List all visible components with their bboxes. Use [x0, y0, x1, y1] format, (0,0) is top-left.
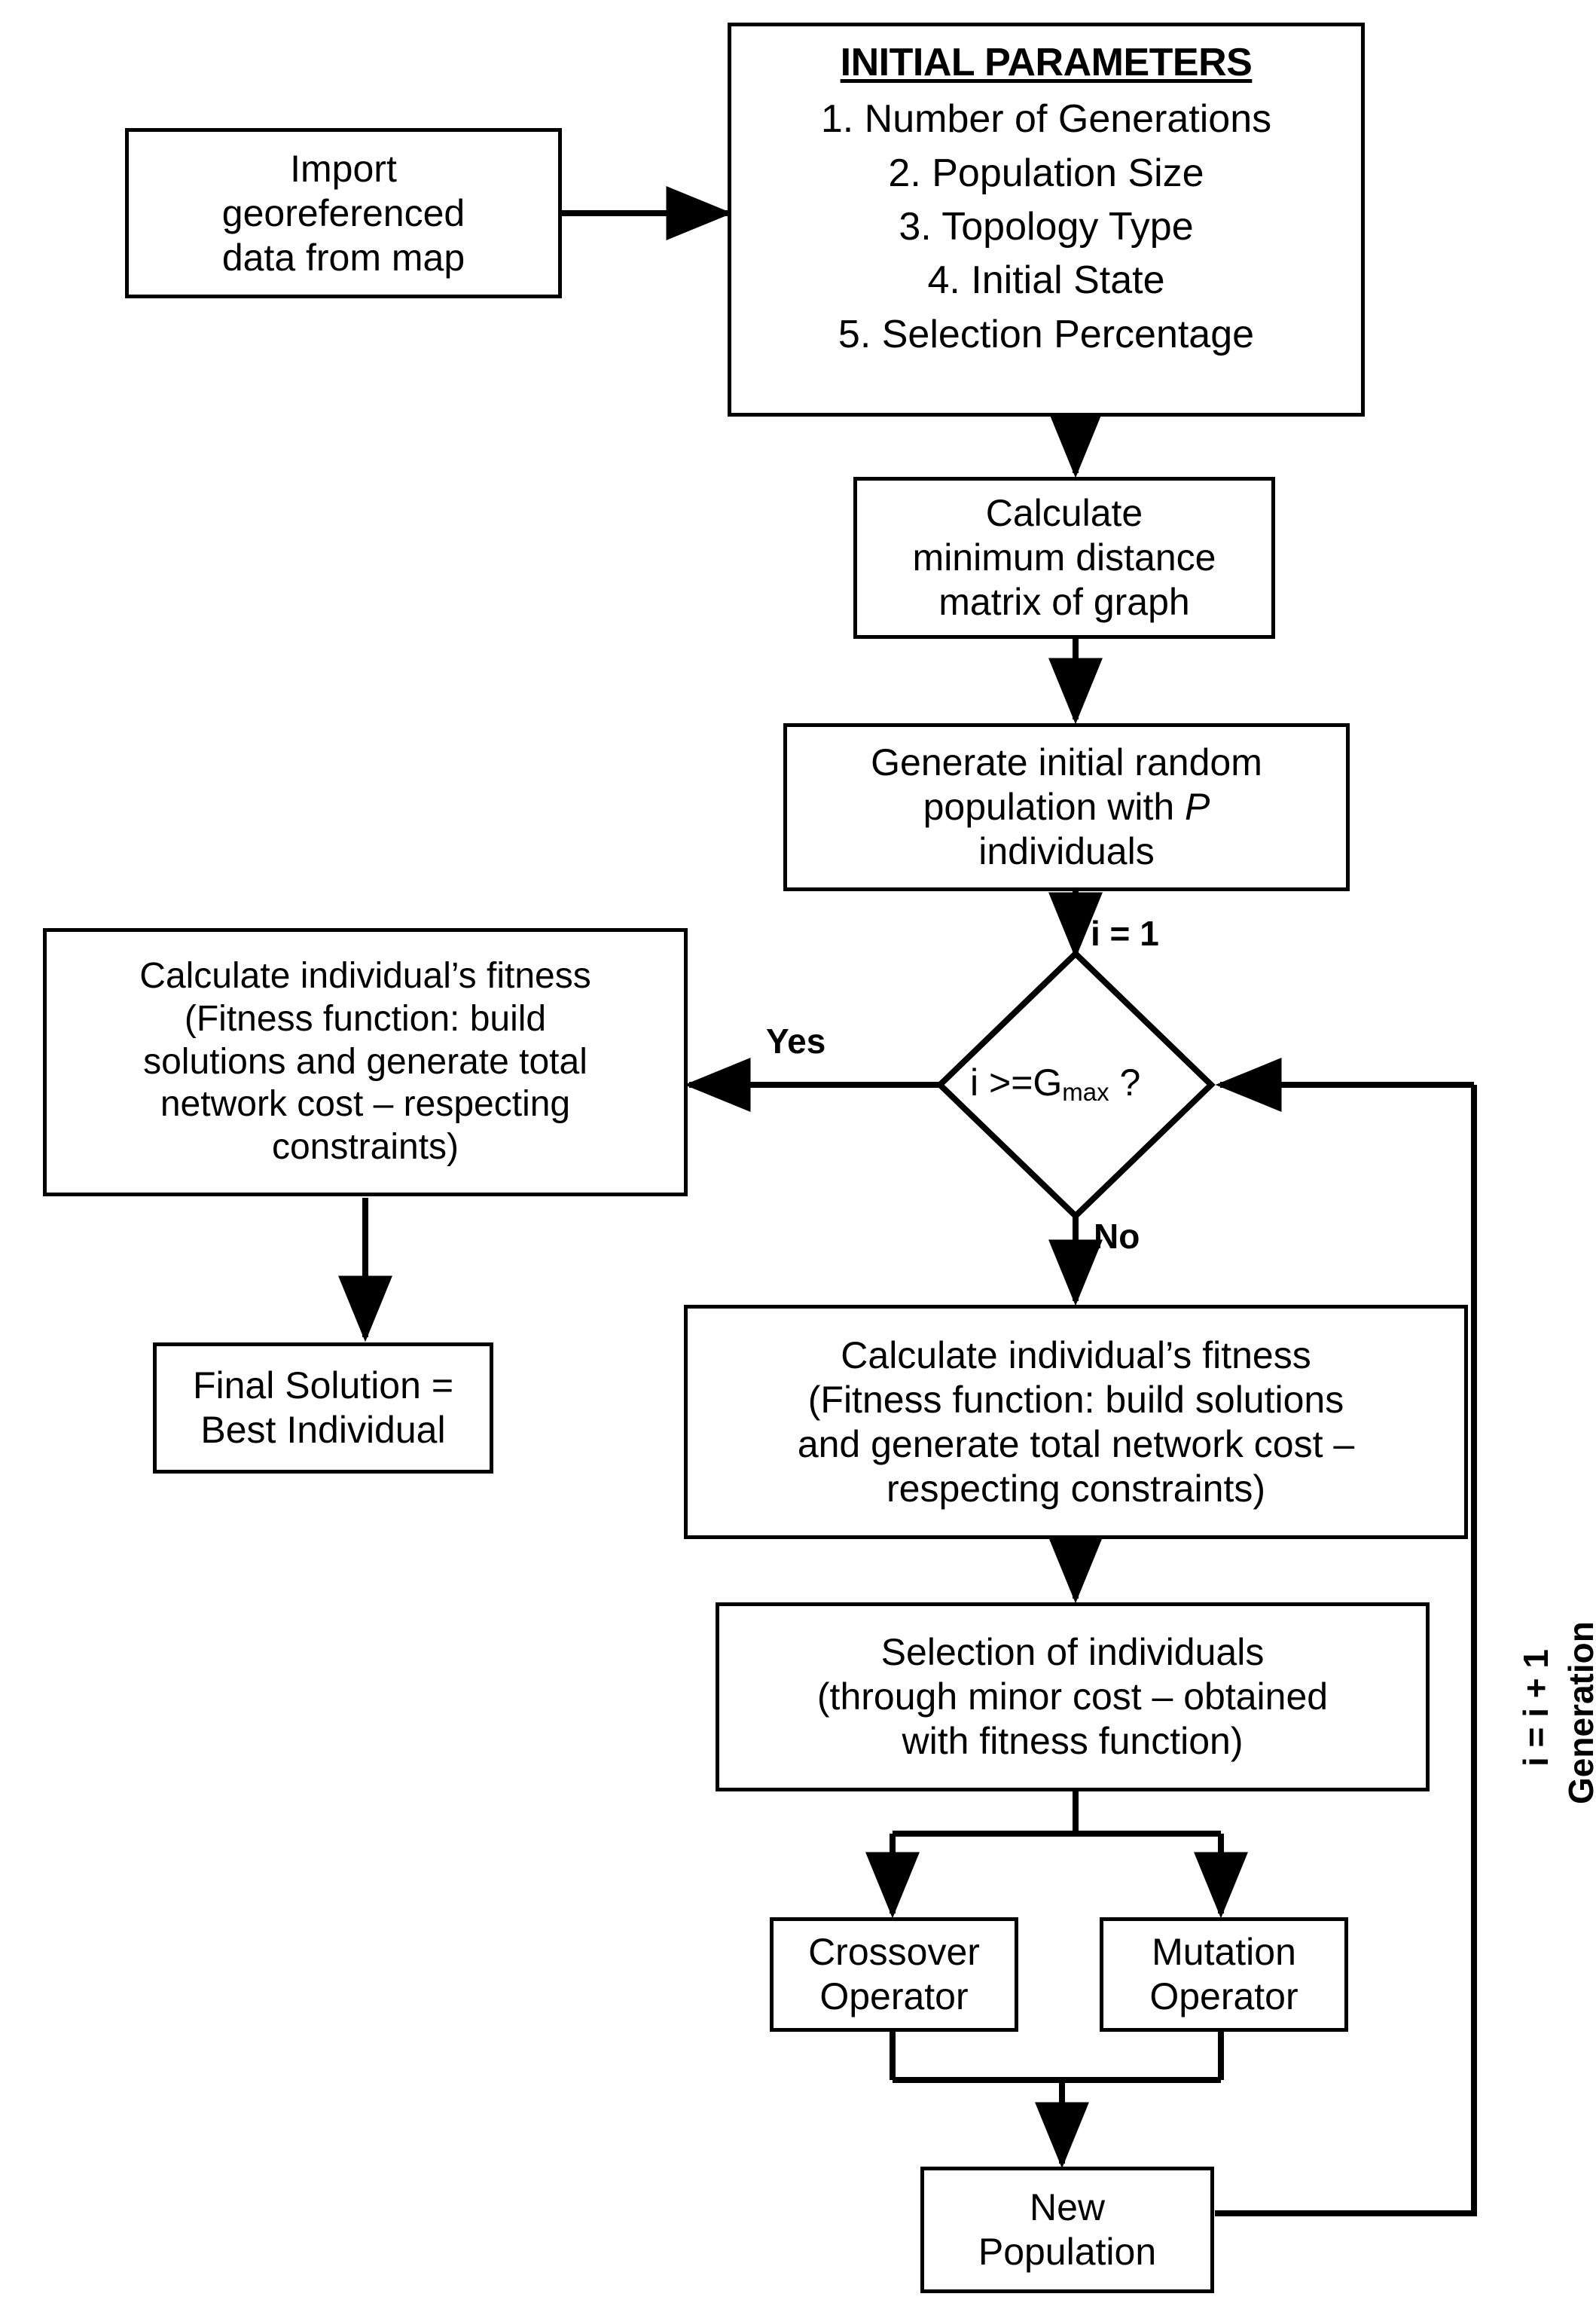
node-new-population[interactable]: New Population — [920, 2167, 1214, 2293]
fitness-left-line-4: network cost – respecting — [160, 1084, 571, 1125]
initial-population-line-1: Generate initial random — [871, 741, 1262, 783]
node-distance-matrix[interactable]: Calculate minimum distance matrix of gra… — [853, 477, 1275, 639]
final-solution-line-2: Best Individual — [200, 1409, 446, 1451]
label-loop-increment: i = i + 1 — [1516, 1649, 1555, 1767]
initial-population-line-2-text: population with — [923, 786, 1186, 828]
node-initial-parameters[interactable]: INITIAL PARAMETERS 1. Number of Generati… — [728, 23, 1365, 417]
fitness-left-line-5: constraints) — [271, 1126, 459, 1167]
fitness-right-line-4: respecting constraints) — [886, 1467, 1265, 1510]
node-fitness-right[interactable]: Calculate individual’s fitness (Fitness … — [684, 1305, 1468, 1539]
initial-population-line-3: individuals — [978, 830, 1155, 872]
node-final-solution[interactable]: Final Solution = Best Individual — [153, 1342, 493, 1474]
fitness-right-line-2: (Fitness function: build solutions — [807, 1378, 1344, 1421]
decision-expr-sub: max — [1062, 1078, 1109, 1107]
initial-parameters-item-2: 2. Population Size — [888, 151, 1204, 195]
import-line-2: georeferenced — [221, 191, 465, 234]
node-crossover-operator[interactable]: Crossover Operator — [770, 1917, 1018, 2032]
fitness-left-line-1: Calculate individual’s fitness — [139, 956, 591, 997]
fitness-right-line-1: Calculate individual’s fitness — [841, 1333, 1311, 1376]
initial-parameters-item-5: 5. Selection Percentage — [838, 312, 1255, 356]
crossover-line-1: Crossover — [808, 1931, 980, 1973]
initial-parameters-item-1: 1. Number of Generations — [820, 97, 1272, 142]
distance-matrix-line-2: minimum distance — [912, 536, 1216, 579]
label-loop-generation: Generation — [1561, 1621, 1596, 1804]
new-population-line-2: Population — [978, 2231, 1157, 2273]
label-counter-init: i = 1 — [1091, 914, 1159, 953]
decision-expr-main: i >=Gmax ? — [970, 1061, 1141, 1107]
import-line-3: data from map — [221, 236, 465, 279]
selection-line-1: Selection of individuals — [880, 1631, 1265, 1673]
decision-expression: i >=Gmax ? — [970, 1061, 1141, 1107]
initial-population-var: P — [1185, 786, 1210, 828]
fitness-right-line-3: and generate total network cost – — [797, 1422, 1355, 1465]
fitness-left-line-3: solutions and generate total — [143, 1041, 587, 1082]
selection-line-3: with fitness function) — [902, 1720, 1244, 1762]
initial-population-line-2: population with P — [923, 785, 1210, 829]
crossover-line-2: Operator — [819, 1975, 969, 2017]
selection-line-2: (through minor cost – obtained — [816, 1675, 1329, 1718]
label-no: No — [1094, 1217, 1140, 1256]
node-import-data[interactable]: Import georeferenced data from map — [125, 128, 562, 298]
node-selection[interactable]: Selection of individuals (through minor … — [716, 1602, 1430, 1791]
import-line-1: Import — [290, 147, 397, 190]
distance-matrix-line-3: matrix of graph — [938, 581, 1190, 623]
mutation-line-1: Mutation — [1152, 1931, 1296, 1973]
new-population-line-1: New — [1029, 2186, 1106, 2228]
initial-parameters-item-3: 3. Topology Type — [899, 205, 1194, 249]
initial-parameters-title: INITIAL PARAMETERS — [840, 41, 1253, 84]
node-fitness-left[interactable]: Calculate individual’s fitness (Fitness … — [43, 928, 688, 1196]
label-yes: Yes — [766, 1022, 826, 1061]
initial-parameters-item-4: 4. Initial State — [927, 258, 1165, 303]
mutation-line-2: Operator — [1149, 1975, 1298, 2017]
final-solution-line-1: Final Solution = — [192, 1364, 454, 1406]
fitness-left-line-2: (Fitness function: build — [184, 999, 547, 1040]
node-initial-population[interactable]: Generate initial random population with … — [783, 723, 1350, 891]
distance-matrix-line-1: Calculate — [985, 492, 1143, 534]
node-mutation-operator[interactable]: Mutation Operator — [1100, 1917, 1348, 2032]
